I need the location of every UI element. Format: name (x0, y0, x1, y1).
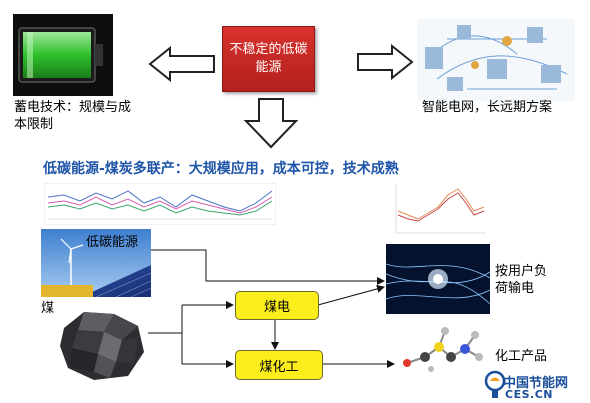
unstable-low-carbon-box: 不稳定的低碳能源 (222, 26, 315, 92)
coal-label: 煤 (41, 301, 55, 316)
chem-product-label: 化工产品 (495, 349, 548, 364)
hollow-arrow-down (244, 98, 298, 149)
hollow-arrow-right (357, 44, 414, 80)
coal-chem-box: 煤化工 (235, 350, 323, 380)
low-carbon-tag: 低碳能源 (86, 235, 139, 250)
smart-grid-image (417, 19, 575, 101)
coal-power-text: 煤电 (263, 300, 290, 315)
coal-power-box: 煤电 (235, 291, 319, 320)
user-load-label: 按用户负荷输电 (495, 264, 548, 296)
power-transmission-image (385, 244, 491, 314)
coal-chem-text: 煤化工 (259, 359, 299, 375)
watermark-cn: 中国节能网 (503, 376, 569, 391)
unstable-low-carbon-text: 不稳定的低碳能源 (229, 42, 308, 75)
daily-load-chart (386, 181, 490, 243)
watermark-en: CES.CN (505, 388, 553, 401)
grid-label: 智能电网，长远期方案 (422, 100, 553, 115)
hollow-arrow-left (148, 46, 215, 82)
headline: 低碳能源-煤炭多联产：大规模应用，成本可控，技术成熟 (43, 161, 399, 177)
load-curve-chart (43, 182, 277, 226)
coal-image (58, 308, 146, 382)
battery-image (13, 14, 113, 96)
low-carbon-image (41, 229, 152, 298)
battery-label: 蓄电技术：规模与成本限制 (14, 100, 132, 132)
molecule-image (393, 319, 489, 381)
ces-logo-icon (484, 370, 506, 398)
